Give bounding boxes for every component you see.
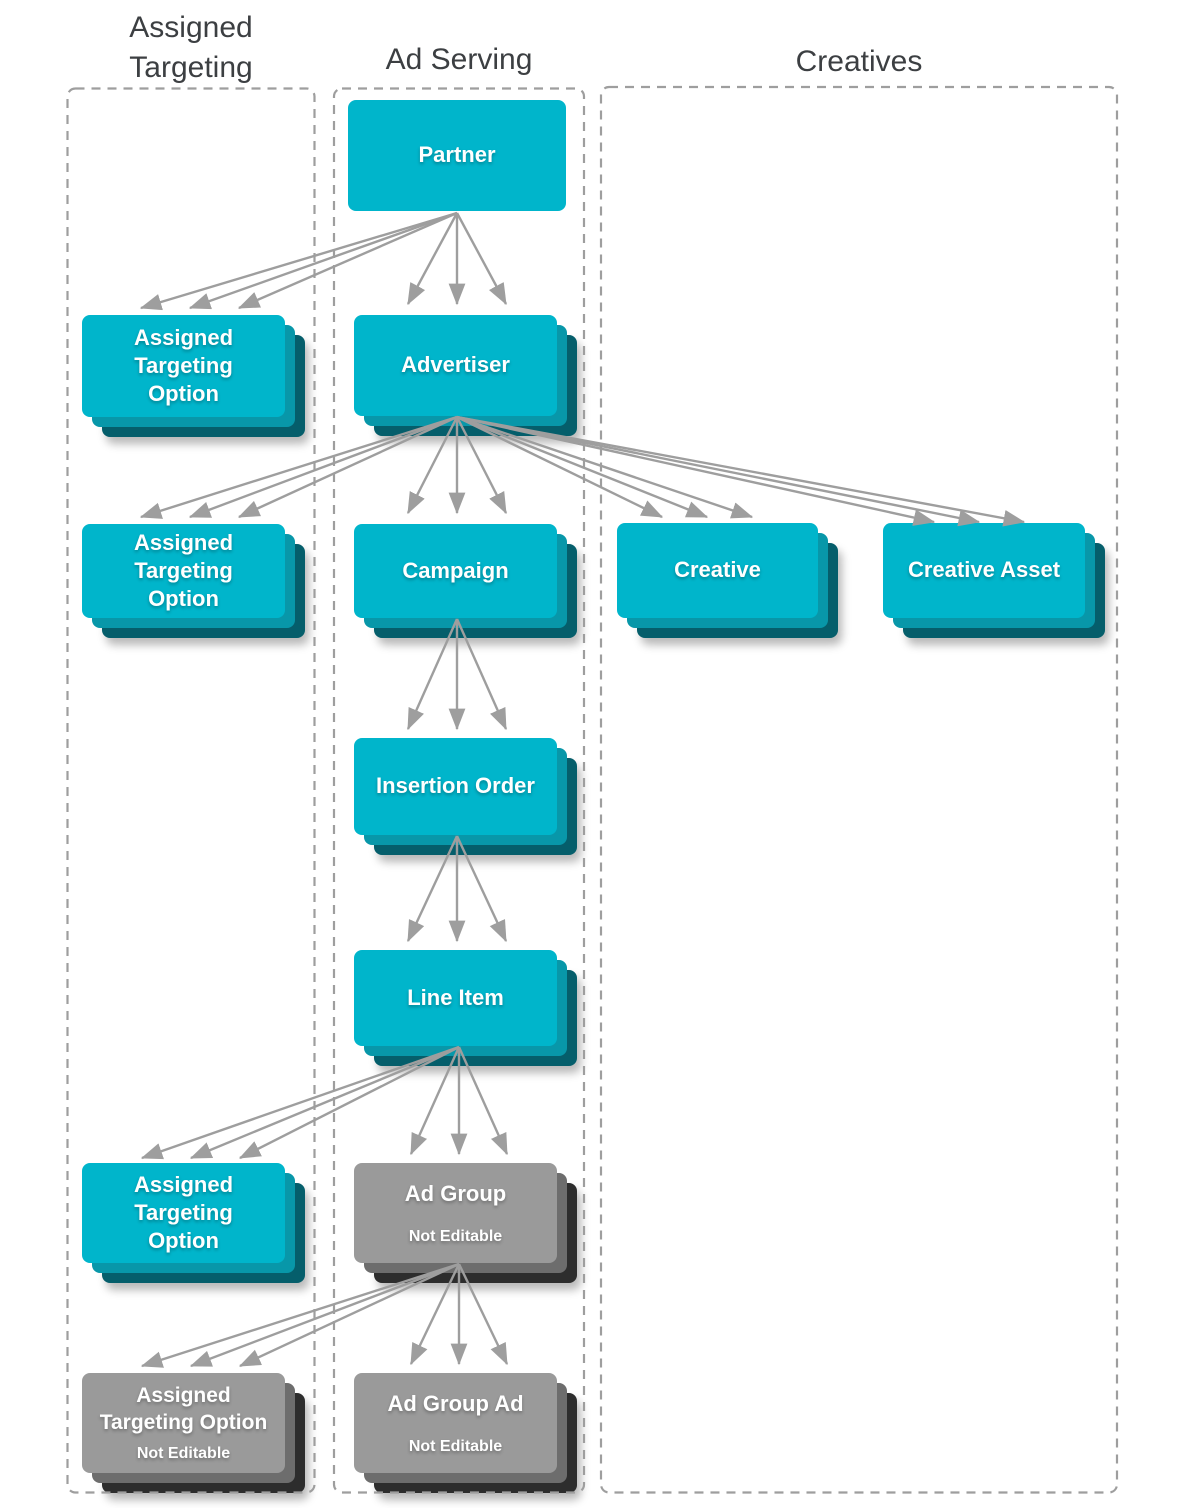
node-ad-group-ad: Ad Group Ad Not Editable [354, 1373, 557, 1473]
node-ad-group: Ad Group Not Editable [354, 1163, 557, 1263]
node-assigned-targeting-option-2-label: Assigned Targeting Option [133, 529, 234, 612]
node-line-item: Line Item [354, 950, 557, 1046]
arrow-advertiser-to-creative-asset [456, 415, 1026, 527]
node-assigned-targeting-option-4-label: Assigned Targeting Option [99, 1383, 268, 1434]
node-insertion-order-label: Insertion Order [376, 773, 535, 799]
node-campaign: Campaign [354, 524, 557, 618]
arrow-campaign-to-insertion-order [406, 618, 508, 731]
arrow-insertion-order-to-line-item [406, 835, 508, 943]
node-creative: Creative [617, 523, 818, 618]
node-ad-group-label: Ad Group [404, 1180, 507, 1206]
node-ad-group-ad-label: Ad Group Ad [387, 1390, 524, 1416]
column-box-creatives [599, 85, 1119, 1494]
arrow-advertiser-to-assigned-targeting-option-2 [139, 415, 458, 519]
node-assigned-targeting-option-4: Assigned Targeting Option Not Editable [82, 1373, 285, 1473]
node-line-item-label: Line Item [407, 984, 504, 1010]
arrow-advertiser-to-campaign [406, 416, 508, 515]
arrow-line-item-to-ad-group [409, 1046, 509, 1156]
node-campaign-label: Campaign [402, 557, 509, 583]
node-assigned-targeting-option-3: Assigned Targeting Option [82, 1163, 285, 1263]
column-header-creatives: Creatives [795, 45, 923, 78]
node-assigned-targeting-option-4-sublabel: Not Editable [136, 1445, 231, 1463]
arrow-advertiser-to-creative [456, 415, 754, 519]
node-assigned-targeting-option-1: Assigned Targeting Option [82, 315, 285, 417]
node-insertion-order: Insertion Order [354, 738, 557, 835]
arrow-partner-to-advertiser [406, 212, 508, 306]
node-ad-group-sublabel: Not Editable [408, 1228, 503, 1246]
arrow-line-item-to-assigned-targeting-option-3 [140, 1045, 460, 1160]
node-assigned-targeting-option-2: Assigned Targeting Option [82, 524, 285, 618]
node-advertiser: Advertiser [354, 315, 557, 416]
node-assigned-targeting-option-3-label: Assigned Targeting Option [133, 1171, 234, 1254]
node-creative-asset-label: Creative Asset [907, 557, 1061, 583]
node-assigned-targeting-option-1-label: Assigned Targeting Option [133, 324, 234, 407]
column-header-assigned-targeting: Assigned Targeting [129, 11, 253, 84]
column-box-assigned-targeting [66, 87, 316, 1494]
node-creative-label: Creative [674, 557, 761, 583]
node-partner-label: Partner [418, 142, 496, 168]
node-partner: Partner [348, 100, 566, 211]
node-advertiser-label: Advertiser [401, 352, 510, 378]
arrow-ad-group-to-assigned-targeting-option-4 [140, 1262, 460, 1368]
node-creative-asset: Creative Asset [883, 523, 1085, 618]
node-ad-group-ad-sublabel: Not Editable [408, 1438, 503, 1456]
arrow-partner-to-assigned-targeting-option-1 [139, 211, 458, 311]
arrow-ad-group-to-ad-group-ad [409, 1263, 509, 1366]
column-header-ad-serving: Ad Serving [385, 43, 533, 76]
